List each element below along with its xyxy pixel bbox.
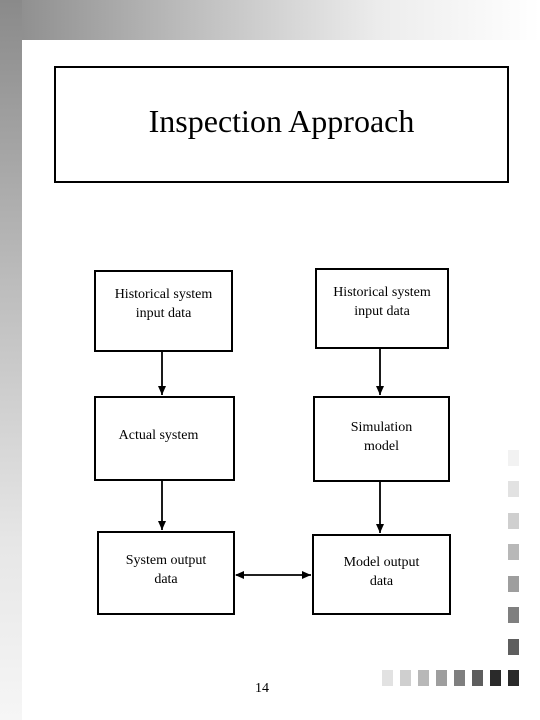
deco-square	[508, 544, 522, 563]
deco-square	[508, 670, 522, 689]
box-historical-input-right: Historical system input data	[315, 268, 449, 349]
box-label: Simulation model	[350, 420, 413, 454]
box-simulation-model: Simulation model	[313, 396, 450, 482]
box-actual-system: Actual system	[94, 396, 235, 481]
box-label: Historical system input data	[333, 284, 431, 319]
box-system-output: System output data	[97, 531, 235, 615]
box-label: Model output data	[343, 554, 420, 589]
deco-square	[508, 576, 522, 595]
deco-square	[472, 670, 486, 689]
top-gradient-band	[0, 0, 540, 40]
page-number: 14	[255, 681, 269, 696]
slide-title: Inspection Approach	[148, 103, 415, 139]
deco-square	[508, 639, 522, 658]
left-gradient-band	[0, 0, 22, 720]
deco-square	[400, 670, 414, 689]
deco-square	[382, 670, 396, 689]
deco-square	[418, 670, 432, 689]
deco-square	[490, 670, 504, 689]
title-box: Inspection Approach	[54, 66, 509, 183]
deco-square	[508, 513, 522, 532]
deco-square	[508, 450, 522, 469]
box-historical-input-left: Historical system input data	[94, 270, 233, 352]
deco-square	[454, 670, 468, 689]
box-model-output: Model output data	[312, 534, 451, 615]
box-label: Historical system input data	[114, 287, 213, 321]
box-label: Actual system	[118, 428, 199, 443]
deco-square	[508, 481, 522, 500]
box-label: System output data	[125, 553, 207, 587]
deco-square	[508, 607, 522, 626]
deco-square	[436, 670, 450, 689]
